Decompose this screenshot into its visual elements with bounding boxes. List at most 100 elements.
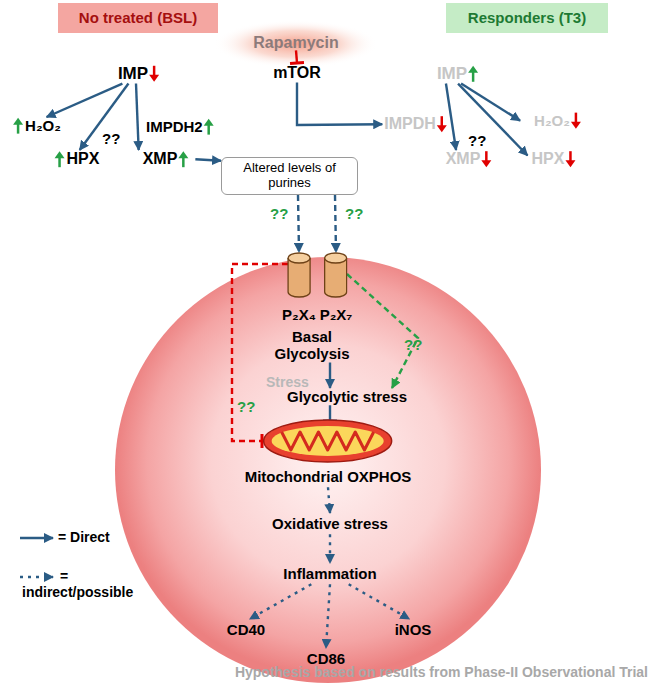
metabolite: H₂O₂ xyxy=(25,117,61,134)
connector xyxy=(446,84,456,150)
node-label: Oxidative stress xyxy=(272,515,388,532)
node-label: IMPDH xyxy=(384,115,436,133)
connector xyxy=(329,363,331,389)
connector xyxy=(80,84,129,150)
node-label: Inflammation xyxy=(283,565,376,582)
connector xyxy=(328,487,330,513)
change-arrow xyxy=(153,66,156,77)
group-header: No treated (BSL) xyxy=(58,3,218,33)
metabolite: IMP xyxy=(118,64,148,84)
edge-label: ?? xyxy=(270,205,288,222)
node-label: HPX xyxy=(67,150,100,168)
node-label: Rapamycin xyxy=(253,34,338,52)
change-arrow-head xyxy=(178,151,188,158)
node-label: Responders (T3) xyxy=(468,9,586,26)
change-arrow-head xyxy=(565,160,575,167)
metabolite: HPX xyxy=(67,150,100,168)
change-arrow xyxy=(17,123,20,134)
legend-text: = indirect/possible xyxy=(22,568,150,600)
question-marks: ?? xyxy=(468,132,486,149)
mitochondrion-symbol xyxy=(262,418,394,464)
edge-label: Stress xyxy=(266,374,309,390)
matrix xyxy=(272,426,384,456)
node-label: No treated (BSL) xyxy=(79,9,197,26)
change-arrow-head xyxy=(204,119,214,126)
change-arrow-head xyxy=(468,66,478,73)
metabolite: XMP xyxy=(143,150,178,168)
channel-cylinder xyxy=(287,252,311,298)
connector xyxy=(297,82,382,125)
cell-body xyxy=(115,257,541,683)
channel-top xyxy=(325,253,347,263)
metabolite: H₂O₂ xyxy=(534,112,570,129)
process-box: Altered levels of purines xyxy=(221,157,358,195)
legend-entry: = indirect/possible xyxy=(22,568,150,600)
change-arrow xyxy=(575,113,578,124)
node-label: H₂O₂ xyxy=(534,112,570,129)
connector xyxy=(195,159,221,161)
process-label: Oxidative stress xyxy=(272,515,388,532)
drug-label: Rapamycin xyxy=(253,34,338,52)
connector xyxy=(250,584,311,619)
metabolite: HPX xyxy=(532,150,565,168)
change-arrow xyxy=(441,116,444,127)
change-arrow-head xyxy=(13,118,23,125)
kinase: mTOR xyxy=(273,64,321,82)
connector xyxy=(329,405,331,421)
legend-solid-arrow xyxy=(20,537,53,539)
edge-label: ?? xyxy=(237,398,255,415)
change-arrow xyxy=(485,151,488,162)
node-label: Mitochondrial OXPHOS xyxy=(245,468,412,485)
metabolite: IMP xyxy=(437,64,467,84)
node-label: P₂X₇ xyxy=(320,306,353,323)
connector xyxy=(349,584,410,619)
organelle: Mitochondrial OXPHOS xyxy=(245,418,412,485)
channel-body xyxy=(288,258,310,297)
node-label: P₂X₄ xyxy=(282,306,316,323)
edge-label: ?? xyxy=(345,205,363,222)
receptor-channel: P₂X₄ xyxy=(282,252,316,323)
legend-dotted-arrow xyxy=(20,576,53,578)
channel-body xyxy=(325,258,347,297)
change-arrow-head xyxy=(149,75,159,82)
change-arrow-head xyxy=(55,151,65,158)
change-arrow xyxy=(182,156,185,167)
drug-glow xyxy=(214,20,378,68)
change-arrow xyxy=(472,71,475,82)
channel-top xyxy=(288,253,310,263)
process-label: Glycolytic stress xyxy=(287,388,407,405)
marker-label: CD40 xyxy=(227,621,265,638)
connector xyxy=(347,274,418,388)
node-label: Glycolytic stress xyxy=(287,388,407,405)
node-label: Basal Glycolysis xyxy=(257,328,367,363)
connector xyxy=(47,84,123,117)
change-arrow-head xyxy=(481,160,491,167)
figure-caption: Hypothesis based on results from Phase-I… xyxy=(0,664,648,680)
enzyme: IMPDH xyxy=(384,115,436,133)
connector xyxy=(136,84,139,150)
cristae xyxy=(282,432,374,450)
connector xyxy=(296,50,297,63)
question-marks: ?? xyxy=(102,130,120,147)
change-arrow xyxy=(58,156,61,167)
node-label: XMP xyxy=(143,150,178,168)
node-label: iNOS xyxy=(395,621,432,638)
connector xyxy=(298,195,299,252)
outer-membrane xyxy=(264,420,392,462)
marker-label: iNOS xyxy=(395,621,432,638)
connector xyxy=(335,195,336,252)
metabolite: XMP xyxy=(446,150,481,168)
group-header: Responders (T3) xyxy=(446,3,608,33)
connector xyxy=(329,534,331,563)
legend-text: = Direct xyxy=(58,529,110,545)
node-label: HPX xyxy=(532,150,565,168)
node-label: mTOR xyxy=(273,64,321,82)
node-label: IMP xyxy=(437,64,467,84)
change-arrow xyxy=(569,151,572,162)
connector xyxy=(461,84,520,121)
node-label: IMP xyxy=(118,64,148,84)
legend-entry: = Direct xyxy=(58,529,110,545)
process-label: Basal Glycolysis xyxy=(257,328,367,363)
node-label: H₂O₂ xyxy=(25,117,61,134)
